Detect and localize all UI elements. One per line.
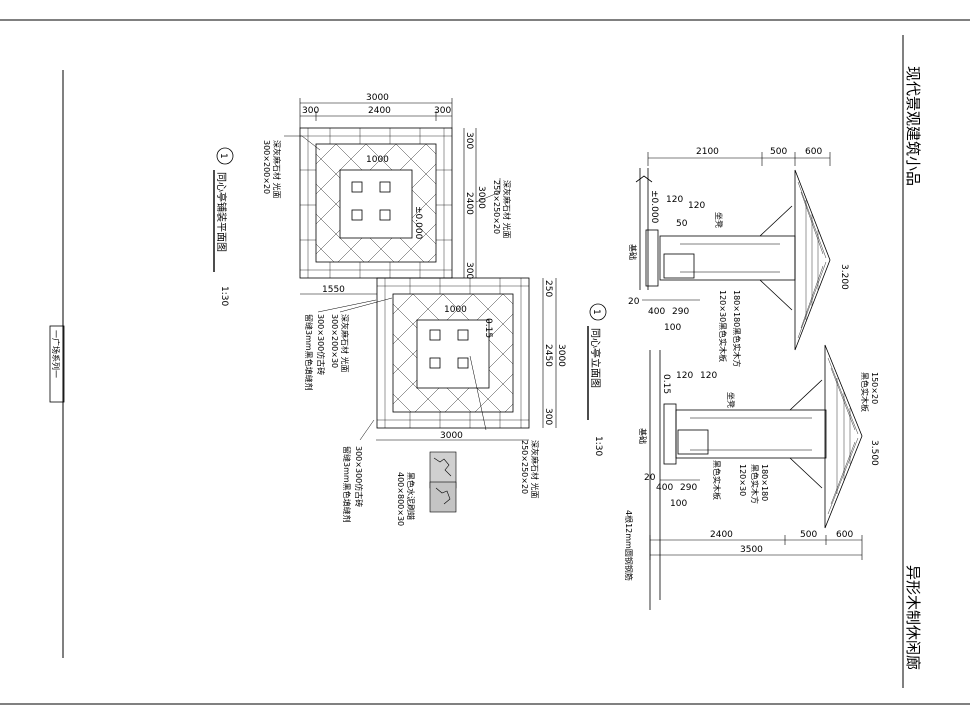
- elevation-lower-pavilion: [649, 344, 863, 610]
- elevation-scale: 1:30: [593, 436, 603, 456]
- elevation-view: [635, 152, 863, 610]
- plan-dim-lower-total: 3000: [440, 431, 463, 441]
- elev-top-d600: 600: [805, 147, 822, 157]
- plan-note-upper-stone: 深灰麻石材 光面: [272, 140, 282, 199]
- sheet-frame: [0, 19, 970, 705]
- elev-bot-anchor: 4根12mm圆钢钢筋: [624, 510, 634, 581]
- plan-dimension-lines: [299, 98, 557, 441]
- plan-dim-edge-left: 300: [302, 106, 319, 116]
- plan-note-pav-c2: 留缝3mm黑色填缝剂: [342, 446, 352, 523]
- plan-note-pav-a2: 留缝3mm黑色填缝剂: [304, 314, 314, 391]
- plan-dim-inner-span: 2400: [368, 106, 391, 116]
- elev-top-base: 基础: [628, 244, 638, 260]
- plan-dim-offset: 1550: [322, 285, 345, 295]
- elev-bot-d20: 20: [644, 473, 656, 483]
- elev-top-d120a: 120: [666, 195, 683, 205]
- series-label: 一广场系列一: [51, 330, 61, 378]
- lower-paving-square: [376, 277, 530, 429]
- elev-bot-d2400: 2400: [710, 530, 733, 540]
- elevation-title-block: 1 同心亭立面图 1:30: [587, 303, 607, 456]
- elev-bot-d120b: 120: [700, 371, 717, 381]
- elev-top-d50: 50: [676, 219, 688, 229]
- elev-bot-board2: 黑色实木板: [712, 460, 722, 500]
- elev-top-board: 120×30黑色实木板: [718, 290, 728, 362]
- plan-dim-lower-level: 0.15: [483, 318, 493, 338]
- plan-note-pav-c: 300×300仿古砖: [354, 446, 364, 507]
- plan-note-texture-size: 400×800×30: [396, 472, 405, 526]
- elev-bot-base: 基础: [638, 428, 648, 444]
- elev-top-d100: 100: [664, 323, 681, 333]
- drawing-title: 异形木制休闲廊: [904, 565, 922, 670]
- plan-note-upper-stone-size: 300×200×20: [262, 140, 271, 194]
- elev-bot-board: 120×30: [738, 464, 747, 496]
- elev-bot-d600: 600: [836, 530, 853, 540]
- elev-top-d290: 290: [672, 307, 689, 317]
- upper-paving-square: [299, 127, 453, 279]
- plan-note-pav-b: 深灰麻石材 光面: [340, 314, 350, 373]
- elev-bot-d120a: 120: [676, 371, 693, 381]
- elev-bot-d290: 290: [680, 483, 697, 493]
- elev-top-d400: 400: [648, 307, 665, 317]
- plan-dim-level: ±0.000: [413, 206, 423, 240]
- plan-title-block: 1 同心亭铺装平面图 1:30: [213, 147, 234, 306]
- elev-top-d500: 500: [770, 147, 787, 157]
- plan-dim-side-300: 300: [464, 132, 474, 149]
- elev-bot-d400: 400: [656, 483, 673, 493]
- plan-leader-lines: [284, 135, 501, 441]
- plan-note-texture: 黑色水泥刷蜡: [406, 472, 416, 520]
- elev-bot-roof2: 黑色实木板: [860, 372, 870, 412]
- elev-bot-d100: 100: [670, 499, 687, 509]
- plan-dim-side-bottom: 300: [464, 262, 474, 279]
- elevation-number: 1: [591, 309, 601, 315]
- elev-bot-d015: 0.15: [661, 374, 671, 394]
- elev-top-d2100: 2100: [696, 147, 719, 157]
- elev-bot-height: 3.500: [869, 440, 879, 466]
- plan-note-mid-stone: 深灰麻石材 光面: [502, 180, 512, 239]
- plan-number: 1: [218, 153, 228, 159]
- plan-dim-total: 3000: [366, 93, 389, 103]
- plan-note-pav-a: 300×300仿古砖: [316, 314, 326, 375]
- elev-bot-roof: 150×20: [870, 372, 879, 404]
- elev-top-d20: 20: [628, 297, 640, 307]
- plan-note-lower-stone-size: 250×250×20: [520, 440, 529, 494]
- plan-note-lower-stone: 深灰麻石材 光面: [530, 440, 540, 499]
- elev-top-level: ±0.000: [649, 190, 659, 224]
- elev-top-height: 3.200: [839, 264, 849, 290]
- plan-note-mid-stone-size: 250×250×20: [492, 180, 501, 234]
- plan-dim-lower-left: 250: [543, 280, 553, 297]
- plan-view: [299, 98, 557, 441]
- elevation-upper-pavilion: [635, 168, 831, 351]
- elev-bot-d500: 500: [800, 530, 817, 540]
- elev-top-beam: 180×180黑色实木方: [732, 290, 742, 367]
- plan-title: 同心亭铺装平面图: [215, 172, 228, 252]
- elev-bot-beam: 180×180: [760, 464, 769, 501]
- texture-swatches: [429, 451, 457, 513]
- plan-dim-side-2400: 2400: [464, 192, 474, 215]
- elev-top-seat: 坐凳: [714, 212, 724, 228]
- series-label-box: 一广场系列一: [49, 325, 65, 403]
- plan-dim-inner-square: 1000: [366, 155, 389, 165]
- plan-dim-lower-right: 300: [543, 408, 553, 425]
- plan-dim-lower-height: 3000: [556, 344, 566, 367]
- plan-note-pav-b2: 300×200×30: [330, 314, 339, 368]
- plan-dim-edge-right: 300: [434, 106, 451, 116]
- project-title: 现代景观建筑小品: [904, 66, 922, 186]
- elev-top-d120b: 120: [688, 201, 705, 211]
- plan-dim-side-3000: 3000: [476, 186, 486, 209]
- elev-bot-d3500: 3500: [740, 545, 763, 555]
- plan-scale: 1:30: [219, 286, 229, 306]
- elevation-dimension-lines: [642, 152, 863, 560]
- elev-bot-beam2: 黑色实木方: [750, 464, 760, 504]
- elevation-title: 同心亭立面图: [589, 328, 602, 388]
- plan-dim-lower-mid: 2450: [543, 344, 553, 367]
- elev-bot-seat: 坐凳: [726, 392, 736, 408]
- plan-dim-lower-square: 1000: [444, 305, 467, 315]
